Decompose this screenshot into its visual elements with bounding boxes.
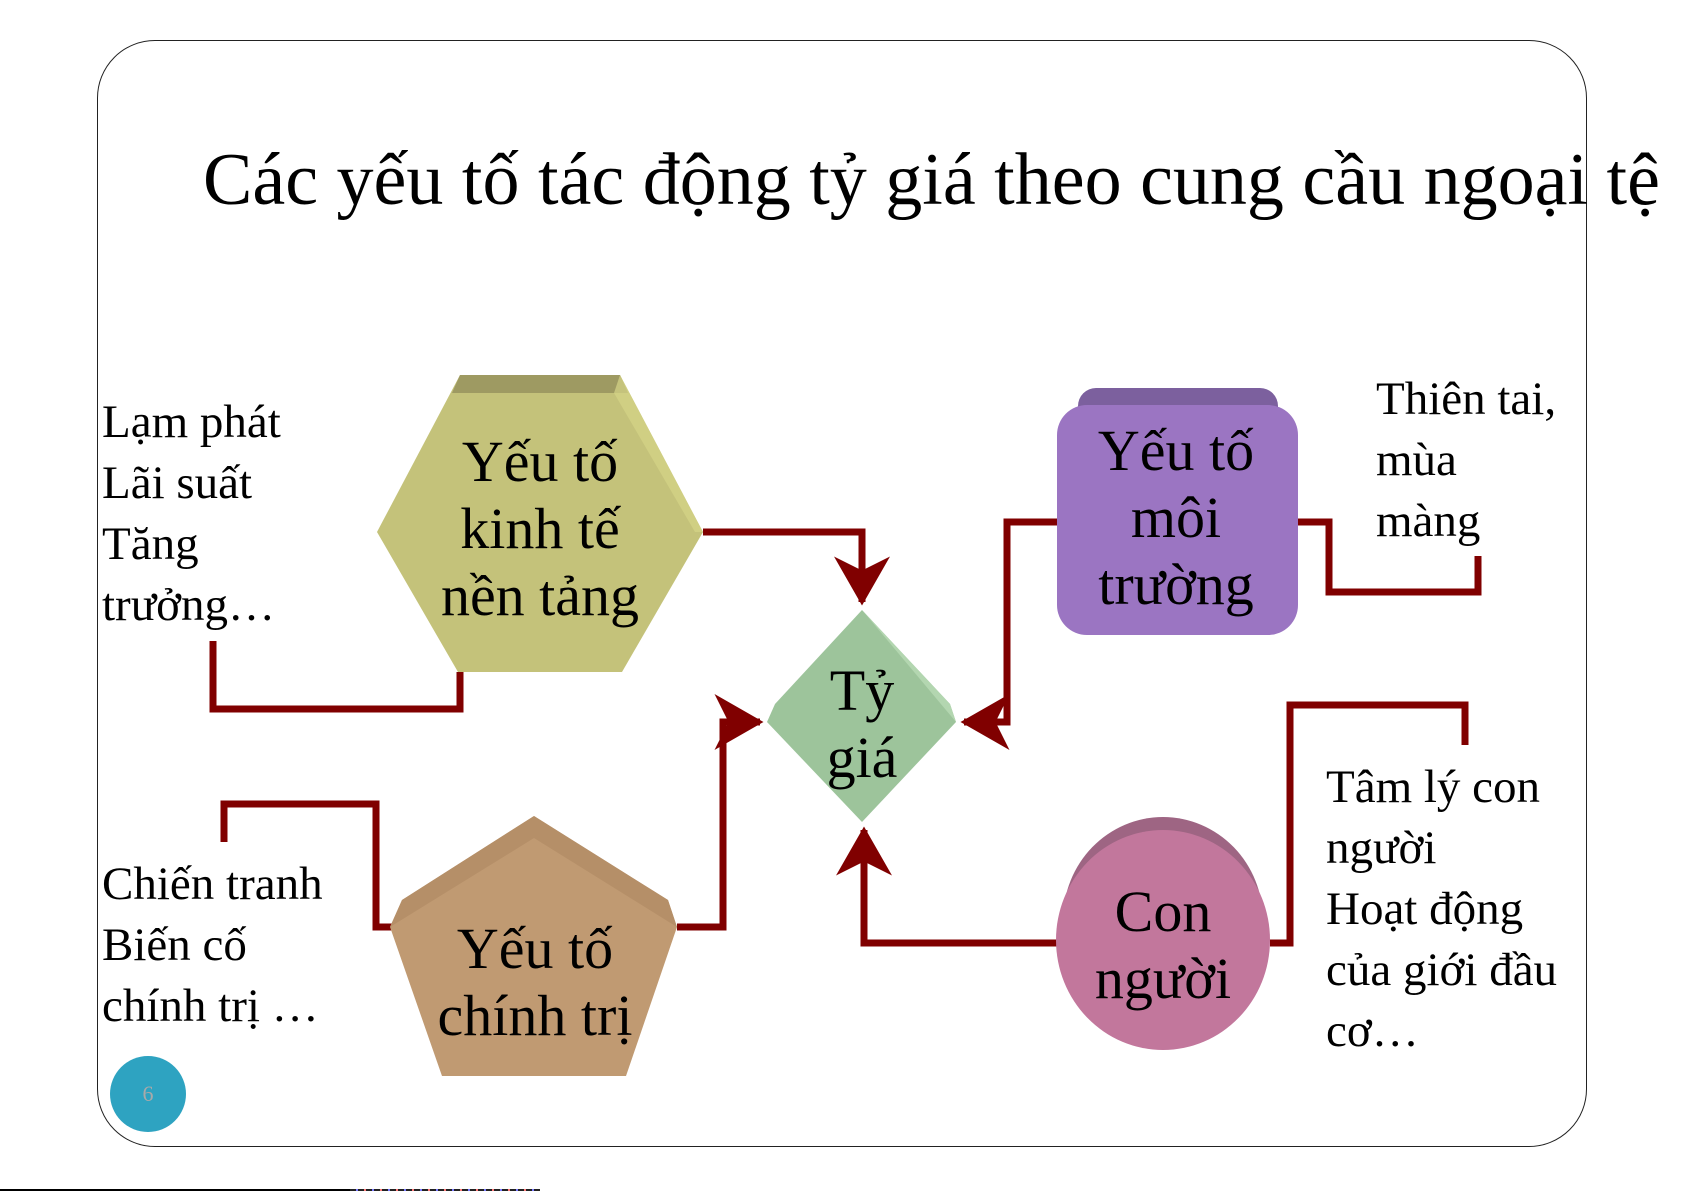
economic-hexagon-bevel: [452, 375, 628, 393]
label-economic: Yếu tố kinh tế nền tảng: [420, 428, 660, 629]
node-center: [767, 610, 956, 822]
label-environment-line: Yếu tố: [1097, 418, 1255, 483]
note-human: Tâm lý con người Hoạt động của giới đầu …: [1326, 757, 1557, 1062]
note-economic: Lạm phát Lãi suất Tăng trưởng…: [102, 392, 281, 636]
connector-political-note: [220, 800, 392, 931]
note-human-line: của giới đầu: [1326, 944, 1558, 996]
note-economic-line: Lãi suất: [102, 457, 253, 509]
label-human-line: Con: [1114, 879, 1212, 944]
connector-human-to-center: [836, 826, 1057, 947]
center-diamond-facet: [862, 610, 956, 722]
note-human-line: cơ…: [1326, 1005, 1419, 1057]
label-political: Yếu tố chính trị: [420, 915, 650, 1049]
note-environment-line: Thiên tai,: [1376, 373, 1557, 425]
label-economic-line: kinh tế: [460, 496, 620, 561]
node-environment: [1057, 388, 1298, 635]
note-political-line: chính trị …: [102, 980, 319, 1032]
footer-divider: [0, 1189, 350, 1191]
environment-box-shape: [1057, 405, 1298, 635]
label-human-line: người: [1094, 946, 1232, 1011]
note-human-line: Tâm lý con: [1326, 761, 1541, 813]
label-environment-line: trường: [1098, 552, 1254, 617]
note-economic-line: Tăng: [102, 518, 199, 570]
node-economic: [377, 375, 703, 672]
note-political-line: Biến cố: [102, 919, 247, 971]
label-economic-line: Yếu tố: [461, 429, 619, 494]
connector-environment-note: [1298, 518, 1482, 596]
label-political-line: chính trị: [437, 983, 633, 1048]
note-human-line: người: [1326, 822, 1437, 874]
page-number-badge: 6: [110, 1056, 186, 1132]
connector-political-to-center: [677, 694, 764, 931]
slide-title: Các yếu tố tác động tỷ giá theo cung cầu…: [203, 139, 1660, 221]
note-political: Chiến tranh Biến cố chính trị …: [102, 854, 323, 1037]
note-economic-line: trưởng…: [102, 579, 276, 631]
connector-economic-note: [209, 641, 464, 713]
label-center-line: giá: [826, 725, 898, 790]
note-political-line: Chiến tranh: [102, 858, 323, 910]
political-pentagon-bevel: [390, 816, 677, 927]
note-economic-line: Lạm phát: [102, 396, 281, 448]
node-human: [1056, 817, 1270, 1050]
connector-human-note: [1270, 701, 1469, 947]
label-political-line: Yếu tố: [456, 916, 614, 981]
note-human-line: Hoạt động: [1326, 883, 1524, 935]
footer-divider-dashed: [350, 1189, 540, 1191]
economic-hexagon-side: [614, 375, 703, 532]
label-environment: Yếu tố môi trường: [1060, 417, 1292, 618]
label-human: Con người: [1063, 878, 1263, 1012]
label-environment-line: môi: [1130, 485, 1222, 550]
human-circle-shape: [1056, 830, 1270, 1050]
label-center-line: Tỷ: [829, 658, 895, 723]
note-environment-line: mùa: [1376, 434, 1457, 486]
label-center: Tỷ giá: [787, 657, 937, 791]
connector-economic-to-center: [703, 528, 890, 606]
note-environment: Thiên tai, mùa màng: [1376, 369, 1556, 552]
connector-environment-to-center: [960, 518, 1057, 750]
node-political: [390, 816, 677, 1076]
note-environment-line: màng: [1376, 495, 1481, 547]
label-economic-line: nền tảng: [440, 563, 640, 628]
economic-hexagon-shape: [377, 375, 703, 672]
